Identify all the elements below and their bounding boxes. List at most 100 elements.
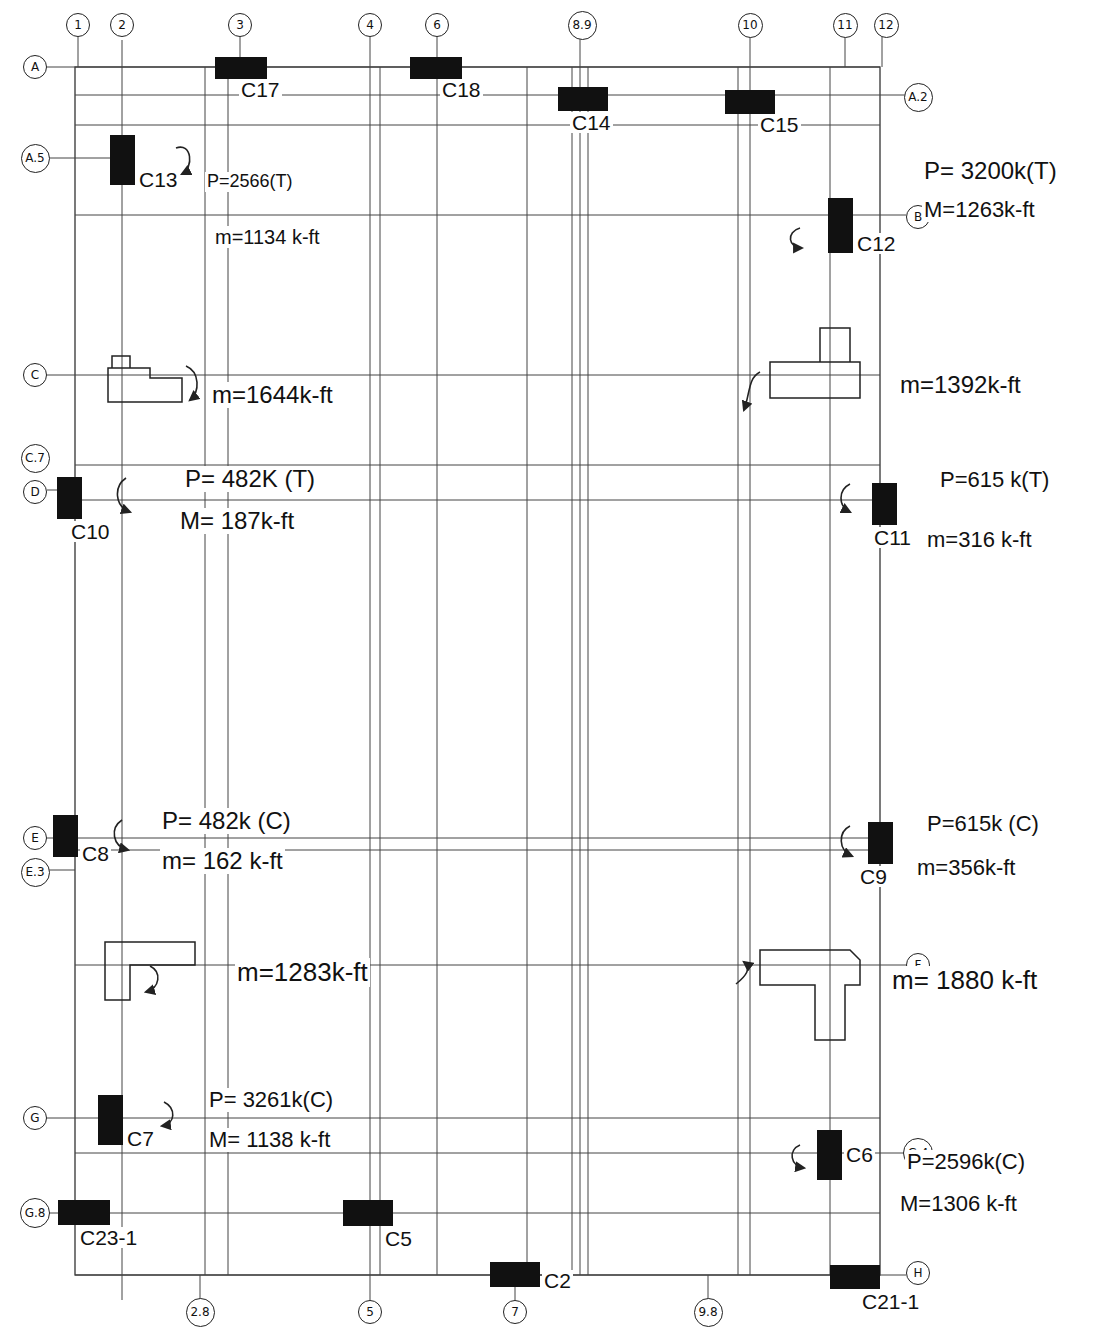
column: C23-1 [58, 1200, 110, 1225]
grid-bubble: C.7 [21, 444, 50, 473]
load-annotation: m=1134 k-ft [213, 226, 322, 248]
grid-label: C [31, 369, 39, 381]
column: C7 [98, 1095, 123, 1145]
grid-label: 1 [74, 19, 82, 31]
grid-bubble: 8.9 [568, 11, 597, 40]
grid-label: E.3 [25, 866, 44, 878]
column: C17 [215, 57, 267, 79]
grid-bubble: 3 [228, 13, 252, 37]
grid-bubble: H [906, 1261, 930, 1285]
load-annotation: M= 1138 k-ft [207, 1128, 332, 1152]
load-annotation: P= 3261k(C) [207, 1088, 335, 1112]
grid-label: 5 [366, 1306, 374, 1318]
column-label: C14 [570, 112, 613, 133]
grid-bubble: A [23, 55, 47, 79]
column-label: C2 [542, 1270, 573, 1291]
column: C14 [558, 87, 608, 111]
column-label: C6 [844, 1144, 875, 1165]
grid-label: 7 [511, 1306, 519, 1318]
grid-bubble: E [23, 826, 47, 850]
grid-label: 11 [837, 19, 852, 31]
column: C2 [490, 1262, 540, 1287]
moment-arrows [114, 147, 852, 1168]
grid-bubble: A.2 [904, 83, 933, 112]
grid-bubble: 5 [358, 1300, 382, 1324]
column-label: C13 [137, 169, 180, 190]
load-annotation: M= 187k-ft [178, 508, 296, 534]
column: C11 [872, 483, 897, 525]
load-annotation: P= 3200k(T) [922, 158, 1059, 184]
grid-label: A.5 [25, 152, 44, 164]
grid-label: 2.8 [190, 1306, 209, 1318]
column: C9 [868, 822, 893, 864]
grid-label: D [30, 486, 39, 498]
load-annotation: m=356k-ft [915, 856, 1017, 880]
grid-bubble: 11 [833, 13, 858, 38]
grid-bubble: 7 [503, 1300, 527, 1324]
load-annotation: m= 162 k-ft [160, 848, 285, 874]
grid-bubble: G [23, 1106, 47, 1130]
load-annotation: M=1263k-ft [922, 198, 1037, 222]
load-annotation: P= 482K (T) [183, 466, 317, 492]
grid-bubble: 6 [425, 13, 449, 37]
load-annotation: m=316 k-ft [925, 528, 1034, 552]
column: C18 [410, 57, 462, 79]
column-label: C9 [858, 866, 889, 887]
grid-bubble: G.8 [20, 1198, 50, 1228]
load-annotation: m=1644k-ft [210, 382, 335, 408]
grid-label: 12 [878, 19, 893, 31]
load-annotation: m= 1880 k-ft [890, 966, 1039, 995]
column: C15 [725, 90, 775, 114]
load-annotation: P=2566(T) [205, 172, 295, 192]
column-label: C18 [440, 79, 483, 100]
load-annotation: P=615 k(T) [938, 468, 1051, 492]
column: C5 [343, 1200, 393, 1226]
column-label: C5 [383, 1228, 414, 1249]
grid-bubble: A.5 [21, 144, 50, 173]
load-annotation: P=615k (C) [925, 812, 1041, 836]
grid-label: 10 [742, 19, 757, 31]
core-walls [105, 328, 860, 1040]
grid-label: 2 [118, 19, 126, 31]
column: C12 [828, 198, 853, 253]
grid-label: G [30, 1112, 39, 1124]
grid-bubble: 10 [738, 13, 763, 38]
load-annotation: P=2596k(C) [905, 1150, 1027, 1174]
grid-label: 8.9 [572, 19, 591, 31]
grid-label: H [913, 1267, 922, 1279]
grid-bubble: D [23, 480, 47, 504]
column: C13 [110, 135, 135, 185]
grid-label: A.2 [908, 91, 927, 103]
column-label: C21-1 [860, 1291, 921, 1312]
grid-label: 9.8 [698, 1306, 717, 1318]
grid-label: 4 [366, 19, 374, 31]
grid-label: 6 [433, 19, 441, 31]
load-annotation: m=1283k-ft [235, 958, 370, 987]
column-label: C15 [758, 114, 801, 135]
grid-label: A [31, 61, 39, 73]
grid-bubble: 9.8 [694, 1298, 723, 1327]
column-label: C8 [80, 843, 111, 864]
grid-bubble: 4 [358, 13, 382, 37]
column-label: C12 [855, 233, 898, 254]
grid-label: B [914, 211, 922, 223]
column: C6 [817, 1130, 842, 1180]
grid-label: G.8 [25, 1207, 46, 1219]
grid-bubble: 12 [874, 13, 899, 38]
load-annotation: M=1306 k-ft [898, 1192, 1019, 1216]
grid-label: E [31, 832, 39, 844]
column-label: C7 [125, 1128, 156, 1149]
grid-bubble: C [23, 363, 47, 387]
grid-bubble: E.3 [21, 858, 50, 887]
column-label: C17 [239, 79, 282, 100]
column-label: C23-1 [78, 1227, 139, 1248]
column: C10 [57, 477, 82, 519]
grid-lines [47, 37, 906, 1300]
column-label: C10 [69, 521, 112, 542]
grid-bubble: 2 [110, 13, 134, 37]
column: C21-1 [830, 1265, 880, 1289]
load-annotation: m=1392k-ft [898, 372, 1023, 398]
load-annotation: P= 482k (C) [160, 808, 293, 834]
grid-bubble: 1 [66, 13, 90, 37]
